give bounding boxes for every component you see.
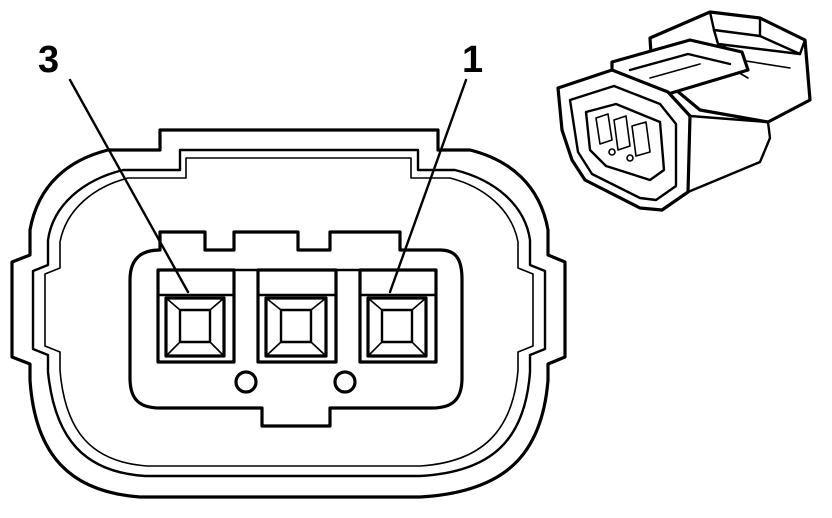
terminal-cavity-3: [156, 268, 236, 364]
housing-outer-outline: [10, 128, 567, 499]
housing-inner-outline: [31, 148, 547, 478]
leader-line-pin-1: [388, 78, 468, 294]
connector-face-view: 3 1: [10, 39, 567, 499]
locator-hole-right: [333, 370, 357, 394]
terminal-cavity-1: [358, 268, 438, 364]
leader-line-pin-3: [68, 78, 190, 294]
pin-label-1: 1: [462, 39, 483, 81]
cavity-recess: [128, 230, 464, 428]
locator-hole-left: [234, 370, 258, 394]
terminal-cavity-2: [256, 268, 338, 364]
pin-label-3: 3: [38, 39, 59, 81]
connector-isometric-view: [556, 10, 812, 212]
housing-rim-line: [44, 157, 534, 467]
